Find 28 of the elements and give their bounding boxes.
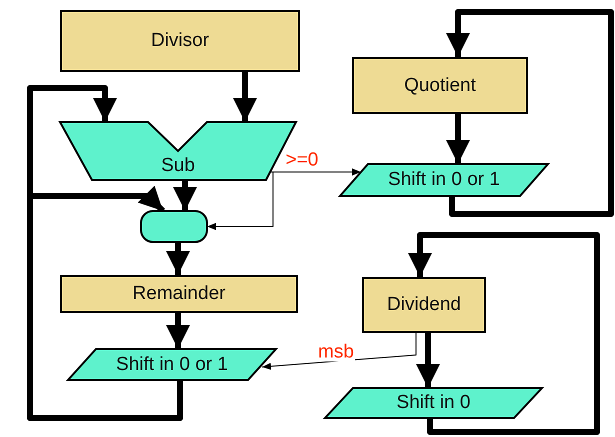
node-label: Dividend [387,294,461,316]
arrow [173,180,197,211]
register-box [362,277,486,333]
arrow [446,9,614,217]
shift-parallelogram [325,388,542,418]
arrow [446,114,470,164]
arrow [27,186,183,421]
register-box [60,275,298,313]
node-label: Remainder [132,283,226,305]
node-label: Shift in 0 or 1 [388,169,500,191]
arrow [416,333,440,388]
node-label: Shift in 0 or 1 [116,354,228,376]
node-label: Divisor [150,30,210,52]
register-box [352,57,528,114]
edge-label: msb [317,342,355,362]
arrow [166,242,190,275]
arrow [206,172,274,230]
shift-parallelogram [340,164,548,196]
register-box [60,10,300,72]
arrow [233,72,257,122]
arrow [166,313,190,349]
multiplexer-shape [141,211,207,242]
node-label: Shift in 0 [396,392,470,414]
labeled-arrow [262,332,416,370]
shift-parallelogram [68,349,276,380]
node-label: Quotient [404,74,476,96]
node-label: Sub [161,155,195,177]
arrow [408,232,600,435]
